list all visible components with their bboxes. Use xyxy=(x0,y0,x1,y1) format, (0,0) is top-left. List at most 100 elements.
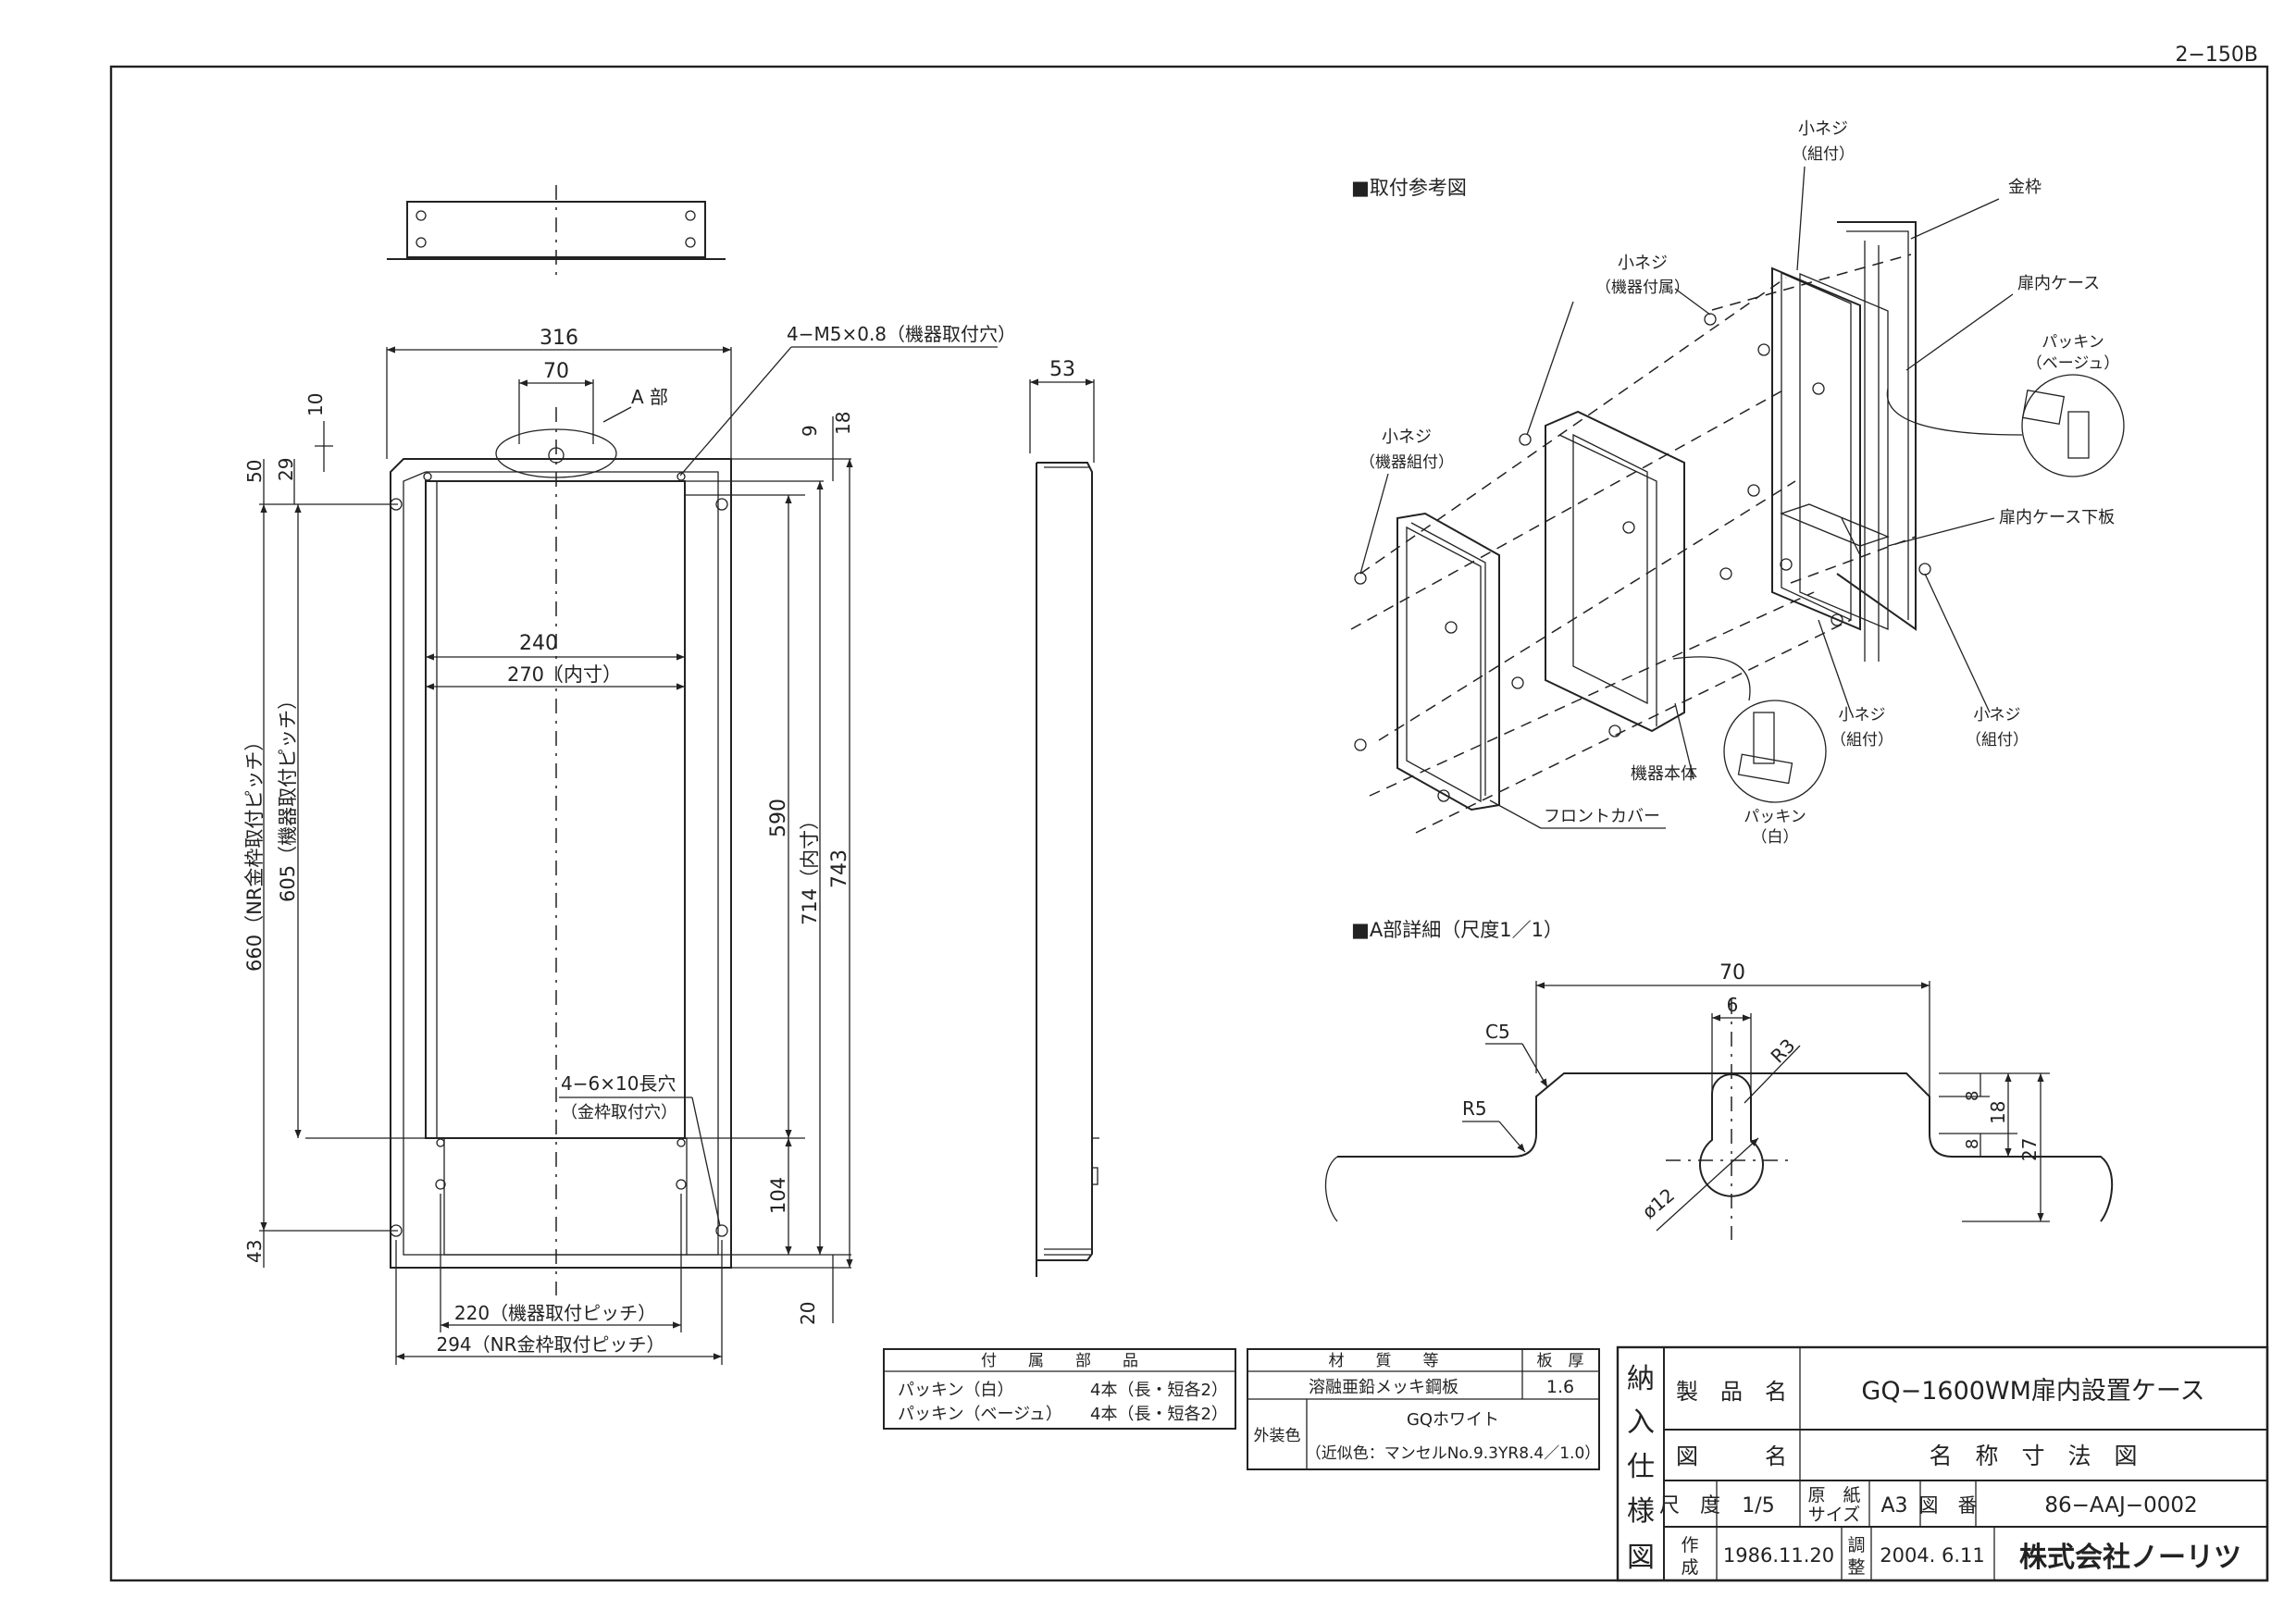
tb-adj-date: 2004. 6.11 xyxy=(1880,1544,1985,1567)
ref-packing-w-label: パッキン xyxy=(1744,808,1806,826)
detail-dim-70: 70 xyxy=(1719,961,1745,985)
ref-screw-b2-label: 小ネジ xyxy=(1974,706,2021,725)
dim-316: 316 xyxy=(540,327,578,350)
dim-43: 43 xyxy=(243,1240,266,1263)
detail-dim-18: 18 xyxy=(1987,1101,2009,1124)
side-view: 53 xyxy=(1029,358,1099,1277)
ref-case-bottom-label: 扉内ケース下板 xyxy=(1999,508,2115,527)
tb-product-label: 製 品 名 xyxy=(1676,1379,1787,1405)
detail-dim-8b: 8 xyxy=(1963,1139,1982,1149)
tb-product-name: GQ−1600WM扉内設置ケース xyxy=(1861,1377,2204,1406)
ref-packing-beige: （ベージュ） xyxy=(2027,354,2119,373)
dim-29: 29 xyxy=(275,458,297,481)
tb-paper-label-2: サイズ xyxy=(1808,1505,1860,1525)
parts-row-1-name: パッキン（ベージュ） xyxy=(898,1405,1062,1424)
tb-adj-label-2: 整 xyxy=(1847,1557,1865,1578)
dim-660: 660（NR金枠取付ピッチ） xyxy=(243,732,266,972)
label-m5-holes: 4−M5×0.8（機器取付穴） xyxy=(787,323,1016,345)
detail-title: ■A部詳細（尺度1／1） xyxy=(1351,919,1563,941)
tb-paper-value: A3 xyxy=(1880,1494,1907,1518)
parts-table: 付 属 部 品 パッキン（白） 4本（長・短各2） パッキン（ベージュ） 4本（… xyxy=(883,1348,1236,1430)
tb-company: 株式会社ノーリツ xyxy=(2019,1542,2241,1574)
detail-c5: C5 xyxy=(1485,1021,1510,1043)
detail-a: ■A部詳細（尺度1／1） 70 6 R3 C5 R5 ø12 8 xyxy=(1324,919,2114,1240)
exterior-label: 外装色 xyxy=(1254,1427,1301,1445)
tb-fig-name: 名 称 寸 法 図 xyxy=(1929,1443,2137,1469)
parts-row-1-qty: 4本（長・短各2） xyxy=(1090,1405,1228,1424)
ref-body-label: 機器本体 xyxy=(1631,764,1697,784)
dim-53: 53 xyxy=(1049,358,1075,381)
exterior-approx: （近似色：マンセルNo.9.3YR8.4／1.0） xyxy=(1306,1444,1601,1463)
reference-view: ■取付参考図 xyxy=(1350,119,2125,847)
sheet-id: 2−150B xyxy=(2175,43,2258,67)
tb-v-4: 図 xyxy=(1627,1542,1655,1574)
label-slot-sub: （金枠取付穴） xyxy=(561,1103,677,1122)
dim-270: 270（内寸） xyxy=(507,663,622,686)
top-view xyxy=(387,185,726,278)
thickness-value: 1.6 xyxy=(1546,1377,1574,1397)
parts-row-0-qty: 4本（長・短各2） xyxy=(1090,1381,1228,1400)
thickness-header: 板 厚 xyxy=(1537,1352,1584,1370)
dim-714: 714（内寸） xyxy=(799,811,821,925)
tb-scale-value: 1/5 xyxy=(1742,1494,1774,1518)
ref-screw-acc-label: 小ネジ xyxy=(1618,254,1668,273)
detail-dim-27: 27 xyxy=(2018,1138,2041,1161)
dim-70: 70 xyxy=(543,360,569,383)
label-a-part: A 部 xyxy=(631,386,668,408)
dim-240: 240 xyxy=(519,632,558,655)
material-table: 材 質 等 板 厚 溶融亜鉛メッキ鋼板 1.6 外装色 GQホワイト （近似色：… xyxy=(1247,1348,1601,1470)
dim-605: 605（機器取付ピッチ） xyxy=(277,690,299,902)
tb-v-1: 入 xyxy=(1627,1406,1655,1439)
tb-v-3: 様 xyxy=(1627,1495,1655,1528)
ref-packing-white: （白） xyxy=(1752,828,1799,847)
label-slot: 4−6×10長穴 xyxy=(561,1072,676,1095)
dim-20: 20 xyxy=(797,1302,819,1325)
ref-title: ■取付参考図 xyxy=(1351,177,1467,199)
tb-no-label: 図 番 xyxy=(1919,1494,1978,1517)
dim-294: 294（NR金枠取付ピッチ） xyxy=(436,1333,664,1356)
ref-screw-asm-sub: （機器組付） xyxy=(1359,453,1454,472)
tb-made-label-1: 作 xyxy=(1681,1535,1698,1555)
detail-r3: R3 xyxy=(1767,1035,1800,1068)
ref-door-case-label: 扉内ケース xyxy=(2017,274,2100,293)
dim-10: 10 xyxy=(304,393,327,416)
tb-scale-label: 尺 度 xyxy=(1659,1494,1720,1518)
ref-screw-asm-label: 小ネジ xyxy=(1382,427,1432,447)
title-block: 納 入 仕 様 図 製 品 名 GQ−1600WM扉内設置ケース 図 名 名 称… xyxy=(1616,1345,2269,1582)
ref-screw-set-label: 小ネジ xyxy=(1798,119,1848,139)
dim-220: 220（機器取付ピッチ） xyxy=(454,1302,656,1324)
parts-row-0-name: パッキン（白） xyxy=(898,1381,1013,1400)
exterior-color: GQホワイト xyxy=(1407,1410,1499,1430)
material-header: 材 質 等 xyxy=(1329,1352,1439,1370)
ref-screw-b1-label: 小ネジ xyxy=(1839,706,1886,725)
detail-dim-6: 6 xyxy=(1727,994,1739,1016)
ref-cover-label: フロントカバー xyxy=(1544,807,1660,826)
detail-dim-8a: 8 xyxy=(1963,1091,1982,1101)
tb-fig-label: 図 名 xyxy=(1676,1443,1787,1469)
tb-v-2: 仕 xyxy=(1627,1451,1655,1483)
detail-phi12: ø12 xyxy=(1638,1183,1679,1223)
front-view: 316 70 A 部 4−M5×0.8（機器取付穴） 10 29 50 660（… xyxy=(243,323,1016,1365)
sheet-border xyxy=(109,65,2269,1582)
tb-made-label-2: 成 xyxy=(1681,1557,1698,1578)
tb-paper-label-1: 原 紙 xyxy=(1807,1485,1860,1505)
ref-packing-label: パッキン xyxy=(2042,333,2104,352)
ref-screw-b2-sub: （組付） xyxy=(1966,731,2029,750)
ref-frame-label: 金枠 xyxy=(2008,178,2042,197)
tb-drawing-no: 86−AAJ−0002 xyxy=(2044,1493,2197,1518)
tb-adj-label-1: 調 xyxy=(1847,1535,1865,1555)
tb-made-date: 1986.11.20 xyxy=(1723,1544,1834,1567)
dim-590: 590 xyxy=(767,799,790,837)
dim-18: 18 xyxy=(832,412,854,435)
parts-header: 付 属 部 品 xyxy=(981,1352,1138,1370)
dim-9: 9 xyxy=(799,425,821,437)
dim-50: 50 xyxy=(243,460,266,483)
ref-screw-acc-sub: （機器付属） xyxy=(1595,279,1690,297)
ref-screw-set-sub: （組付） xyxy=(1792,145,1855,164)
detail-r5: R5 xyxy=(1462,1097,1487,1120)
dim-743: 743 xyxy=(828,849,851,888)
material-value: 溶融亜鉛メッキ鋼板 xyxy=(1309,1378,1458,1397)
dim-104: 104 xyxy=(767,1177,789,1214)
tb-v-0: 納 xyxy=(1627,1363,1655,1395)
